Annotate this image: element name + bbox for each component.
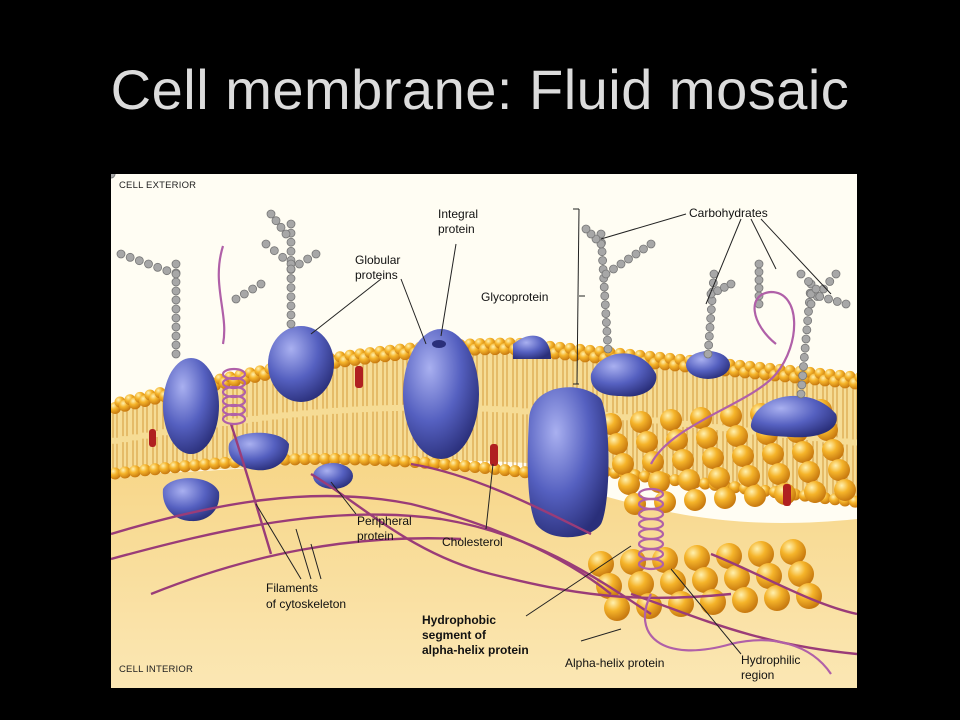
cholesterol-molecules: [149, 366, 791, 506]
carbohydrate-chains: [111, 174, 851, 399]
membrane-diagram: CELL EXTERIOR CELL INTERIOR Integral p: [111, 174, 857, 688]
label-integral-protein-1: Integral: [438, 207, 478, 221]
integral-proteins: [163, 326, 837, 538]
label-peripheral-protein-2: protein: [357, 529, 394, 543]
diagram-labels: Integral protein Globular proteins Glyco…: [266, 206, 800, 682]
label-hydrophobic-2: segment of: [422, 628, 487, 642]
label-globular-proteins-1: Globular: [355, 253, 400, 267]
cell-interior-region: [111, 460, 857, 688]
alpha-helix-right: [643, 290, 832, 675]
label-leader-lines: [255, 208, 832, 655]
label-alpha-helix-protein: Alpha-helix protein: [565, 656, 664, 670]
label-cell-interior: CELL INTERIOR: [119, 664, 193, 675]
label-glycoprotein: Glycoprotein: [481, 290, 548, 304]
label-filaments-2: of cytoskeleton: [266, 597, 346, 611]
alpha-helix-left: [217, 245, 226, 345]
label-filaments-1: Filaments: [266, 581, 318, 595]
label-cell-exterior: CELL EXTERIOR: [119, 180, 196, 191]
label-hydrophilic-1: Hydrophilic: [741, 653, 800, 667]
label-globular-proteins-2: proteins: [355, 268, 398, 282]
label-integral-protein-2: protein: [438, 222, 475, 236]
label-cholesterol: Cholesterol: [442, 535, 503, 549]
label-carbohydrates: Carbohydrates: [689, 206, 768, 220]
slide-title: Cell membrane: Fluid mosaic: [110, 58, 850, 121]
label-hydrophobic-3: alpha-helix protein: [422, 643, 529, 657]
label-hydrophobic-1: Hydrophobic: [422, 613, 496, 627]
label-hydrophilic-2: region: [741, 668, 774, 682]
label-peripheral-protein-1: Peripheral: [357, 514, 412, 528]
